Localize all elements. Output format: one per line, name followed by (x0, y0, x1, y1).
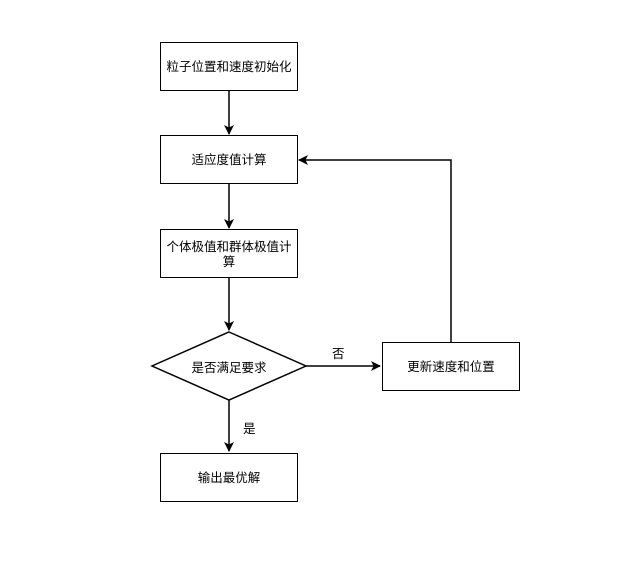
node-update: 更新速度和位置 (382, 342, 520, 391)
edge-label-no-text: 否 (332, 346, 345, 361)
node-check: 是否满足要求 (170, 352, 288, 380)
node-init-label: 粒子位置和速度初始化 (166, 59, 292, 74)
node-extremum-label: 个体极值和群体极值计算 (166, 238, 292, 269)
edge-label-yes-text: 是 (243, 421, 256, 436)
node-init: 粒子位置和速度初始化 (160, 42, 298, 91)
node-fitness-label: 适应度值计算 (191, 152, 267, 167)
node-output-label: 输出最优解 (197, 470, 261, 485)
edge-label-yes: 是 (243, 418, 256, 437)
edge-label-no: 否 (332, 343, 345, 362)
node-update-label: 更新速度和位置 (407, 359, 495, 374)
arrow-update-to-fitness (298, 155, 452, 342)
node-fitness: 适应度值计算 (160, 135, 298, 184)
node-extremum: 个体极值和群体极值计算 (160, 229, 298, 278)
node-check-label: 是否满足要求 (191, 359, 267, 375)
node-output: 输出最优解 (160, 453, 298, 502)
